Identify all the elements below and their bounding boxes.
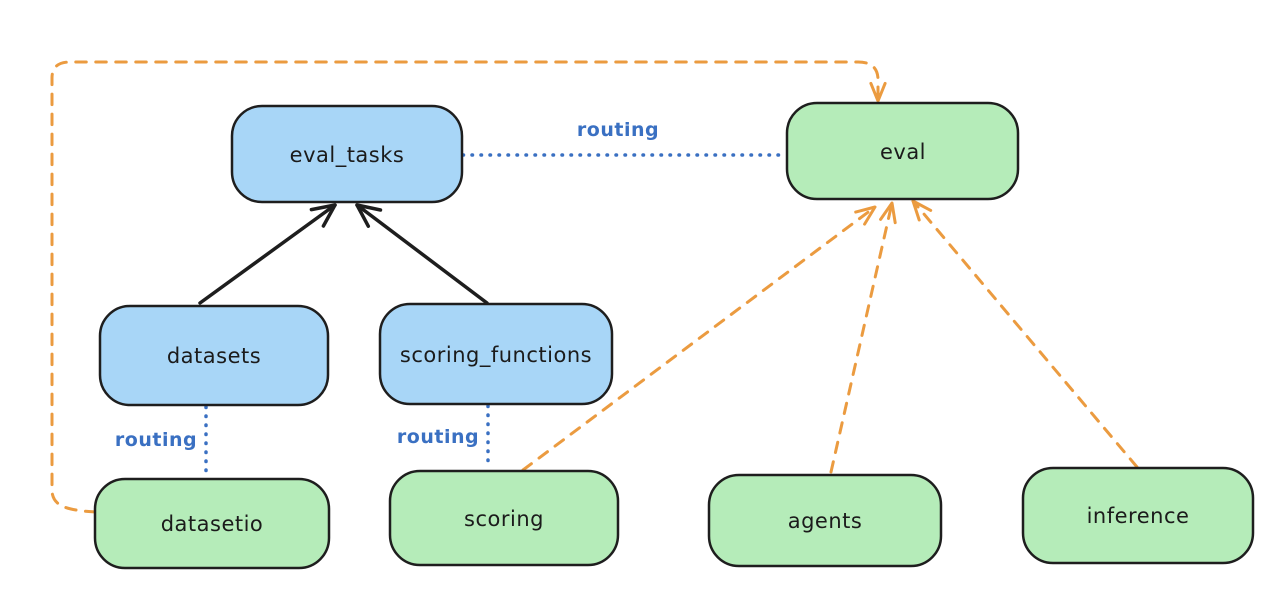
- edge-label-routing-evaltasks-eval: routing: [576, 119, 660, 141]
- edge-inference-to-eval: [911, 199, 1139, 469]
- node-label-datasets: datasets: [166, 344, 262, 368]
- edge-datasets-to-evaltasks: [198, 203, 337, 305]
- node-label-scoring: scoring: [464, 507, 544, 531]
- node-label-scoring-functions: scoring_functions: [399, 343, 593, 367]
- arrowhead-scoring-to-eval: [854, 205, 877, 226]
- node-scoring: [388, 469, 620, 567]
- edge-datasetio-to-eval: [50, 60, 880, 514]
- edge-scoringfunctions-to-evaltasks: [355, 203, 489, 305]
- edge-label-routing-scoringfns-scoring: routing: [396, 426, 480, 448]
- node-label-eval: eval: [879, 140, 927, 164]
- edge-scoring-to-eval: [521, 205, 877, 472]
- node-label-datasetio: datasetio: [160, 512, 264, 536]
- arrowhead-scoringfunctions-to-evaltasks: [355, 203, 383, 228]
- arrowhead-datasetio-to-eval: [869, 81, 887, 103]
- edge-agents-to-eval: [829, 201, 894, 474]
- node-agents: [707, 473, 943, 568]
- node-label-inference: inference: [1086, 504, 1190, 528]
- arrowhead-datasets-to-evaltasks: [309, 203, 337, 228]
- node-eval: [785, 101, 1020, 201]
- edge-label-routing-datasets-datasetio: routing: [114, 429, 198, 451]
- node-label-agents: agents: [787, 509, 863, 533]
- arrowhead-agents-to-eval: [879, 201, 897, 225]
- arrowhead-inference-to-eval: [911, 199, 933, 222]
- node-datasets: [98, 304, 330, 407]
- node-scoring-functions: [378, 302, 614, 406]
- node-datasetio: [93, 477, 331, 570]
- node-inference: [1021, 466, 1255, 565]
- node-label-eval-tasks: eval_tasks: [289, 143, 405, 167]
- node-eval-tasks: [230, 104, 464, 204]
